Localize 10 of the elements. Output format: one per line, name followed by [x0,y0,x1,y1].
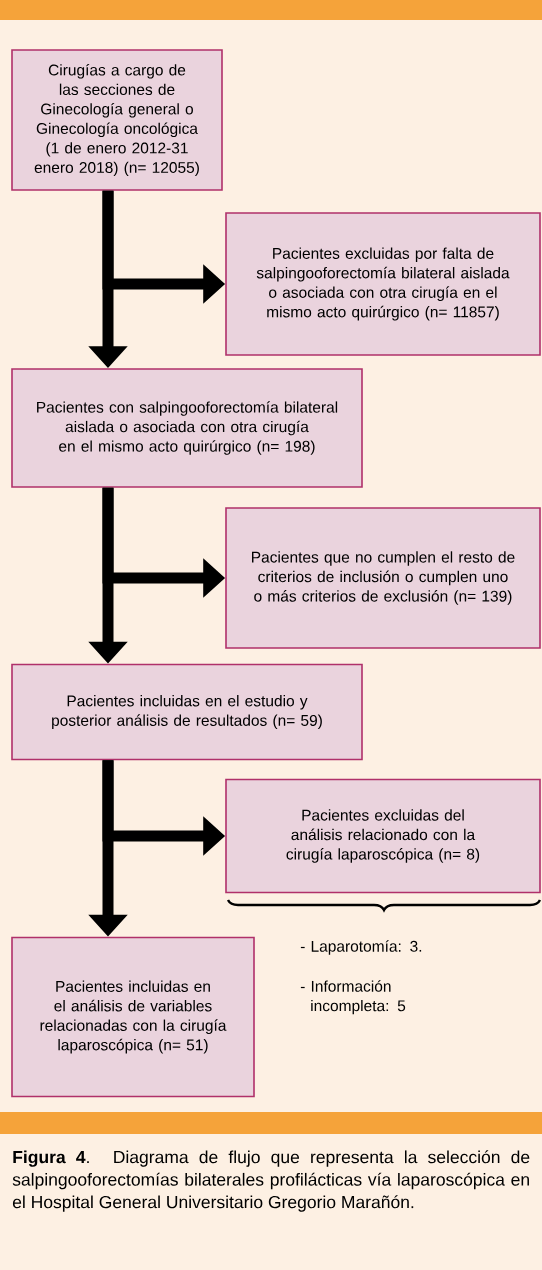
process-box: Pacientes excluidas por falta de salpingooforectomía bilateral aislada o asociada con otra cirugía en el mismo acto quirúrgico (n= 11857) [225,212,541,356]
list-item: - Información incompleta: 5 [300,980,406,1015]
caption: Figura 4. Diagrama de flujo que representa la selección de salpingooforectomías bilaterales profilácticas vía laparoscópica en el Hospital General Universitario Gregorio Marañón. [12,1150,530,1212]
list-item: - Laparotomía: 3. [300,940,422,955]
process-box: Pacientes incluidas en el análisis de variables relacionadas con la cirugía laparoscópica (n= 51) [11,936,255,1098]
process-box: Pacientes que no cumplen el resto de criterios de inclusión o cumplen uno o más criterios de exclusión (n= 139) [225,507,541,649]
process-box: Cirugías a cargo de las secciones de Ginecología general o Ginecología oncológica (1 de enero 2012-31 enero 2018) (n= 12055) [11,49,223,191]
process-box: Pacientes incluidas en el estudio y posterior análisis de resultados (n= 59) [11,663,363,761]
process-box: Pacientes excluidas del análisis relacionado con la cirugía laparoscópica (n= 8) [225,778,541,894]
process-box: Pacientes con salpingooforectomía bilateral aislada o asociada con otra cirugía en el mismo acto quirúrgico (n= 198) [11,368,363,488]
